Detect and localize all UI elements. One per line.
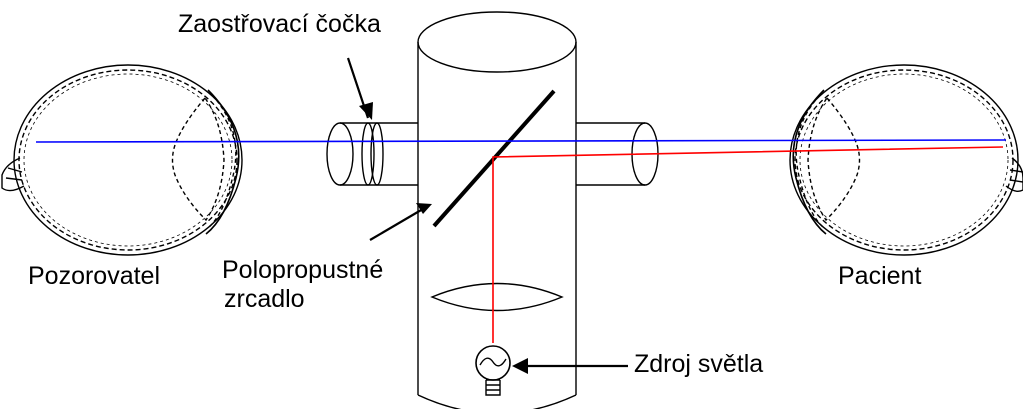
mirror-label-line2: zrcadlo <box>224 284 305 313</box>
source-arrowhead <box>512 358 528 374</box>
mirror-arrow-line <box>369 205 429 241</box>
mirror-label-line1: Polopropustné <box>222 256 384 284</box>
illumination-ray <box>492 146 1004 343</box>
light-source-bulb <box>475 345 511 396</box>
light-source-label: Zdroj světla <box>634 350 764 378</box>
mirror-arrowhead <box>416 203 432 214</box>
observation-ray <box>35 139 1007 143</box>
left-tube <box>326 122 418 186</box>
patient-label: Pacient <box>838 262 922 290</box>
main-cylinder <box>417 11 577 414</box>
condenser-lens <box>430 282 564 312</box>
patient-eye <box>789 64 1023 256</box>
observer-label: Pozorovatel <box>28 262 161 290</box>
observer-eye <box>1 64 243 256</box>
mirror-label: Polopropustné zrcadlo <box>222 256 383 314</box>
half-silvered-mirror <box>432 89 556 228</box>
lens-label: Zaostřovací čočka <box>178 10 381 38</box>
lens-arrowhead <box>359 102 373 120</box>
